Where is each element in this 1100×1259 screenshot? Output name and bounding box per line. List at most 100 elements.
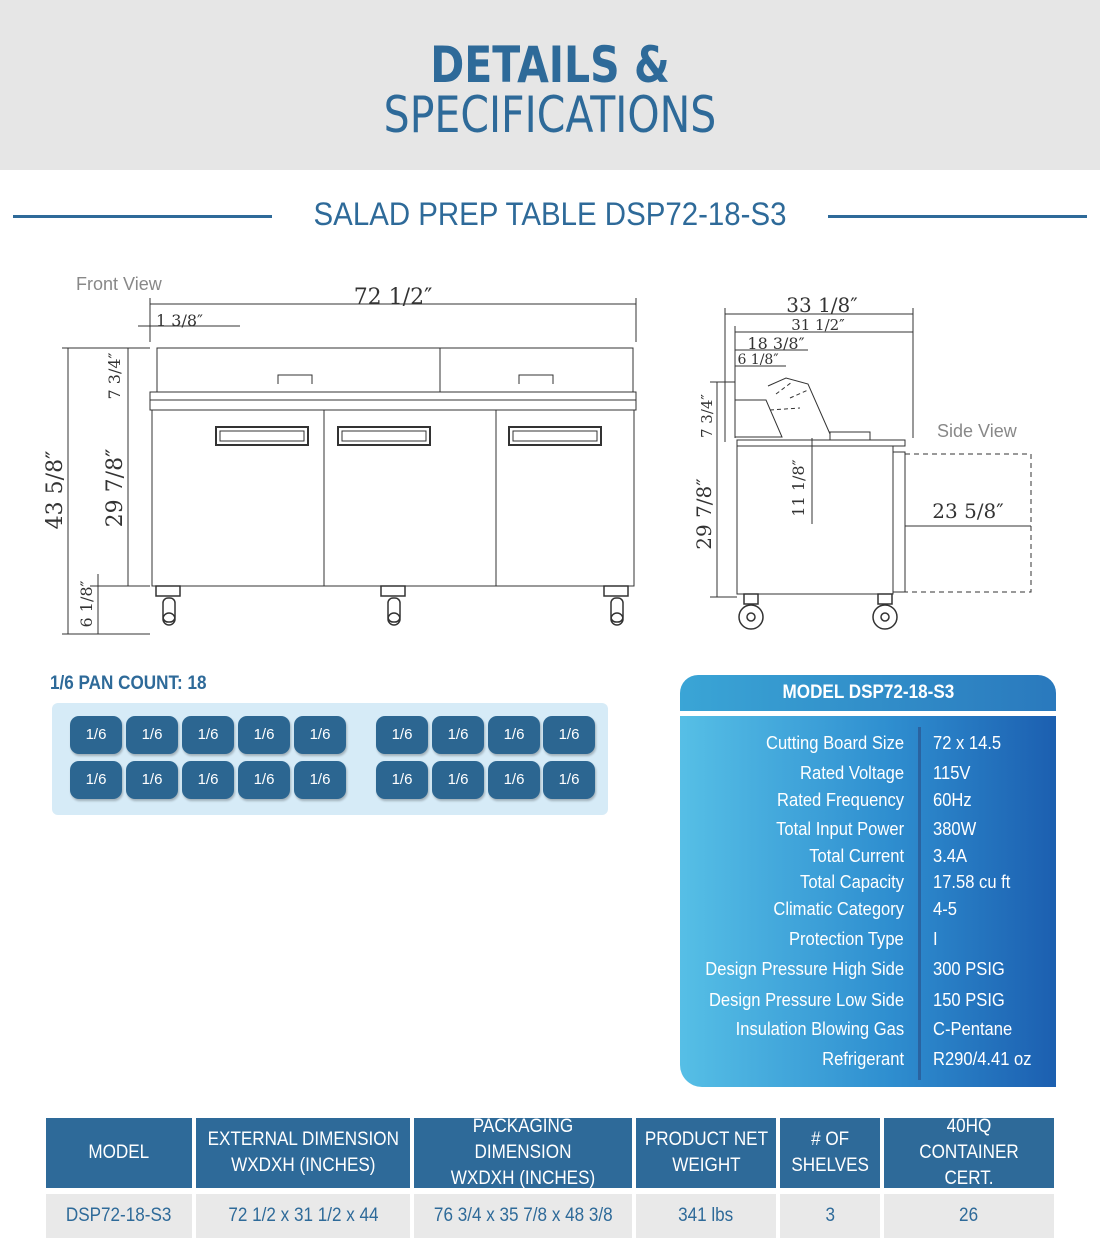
spec-label: Rated Voltage: [799, 763, 904, 783]
table-header-line1: EXTERNAL DIMENSION: [207, 1129, 399, 1150]
spec-label: Refrigerant: [822, 1049, 904, 1069]
table-header: 40HQ CONTAINER CERT.: [884, 1116, 1054, 1189]
spec-row: Insulation Blowing Gas C-Pentane: [680, 1019, 1056, 1045]
spec-row: Total Capacity 17.58 cu ft: [680, 872, 1056, 898]
pan-cell: 1/6: [543, 716, 595, 754]
pan-cell: 1/6: [488, 761, 540, 799]
table-header: PRODUCT NET WEIGHT: [636, 1118, 776, 1188]
pan-cell: 1/6: [238, 761, 290, 799]
spec-label: Insulation Blowing Gas: [735, 1019, 904, 1039]
spec-row: Total Current 3.4A: [680, 846, 1056, 872]
header-band: [0, 0, 1100, 170]
pan-cell: 1/6: [432, 761, 484, 799]
spec-value: I: [933, 929, 938, 949]
spec-value: 17.58 cu ft: [933, 872, 1011, 892]
table-header: # OF SHELVES: [780, 1118, 880, 1188]
dim-lid-height: 7 3/4″: [105, 352, 124, 399]
page-title-line2: SPECIFICATIONS: [383, 86, 717, 144]
pan-cell: 1/6: [294, 716, 346, 754]
dim-door-swing: 23 5/8″: [932, 499, 1003, 523]
dim-width: 72 1/2″: [354, 285, 433, 310]
spec-divider: [918, 727, 921, 1080]
spec-row: Total Input Power 380W: [680, 819, 1056, 845]
pan-cell: 1/6: [376, 716, 428, 754]
table-header-line1: PRODUCT NET: [644, 1129, 768, 1150]
dim-side-lid-height: 7 3/4″: [698, 394, 716, 438]
spec-model-label: MODEL DSP72-18-S3: [782, 682, 954, 703]
pan-cell: 1/6: [488, 716, 540, 754]
spec-row: Climatic Category 4-5: [680, 899, 1056, 925]
table-header-line1: 40HQ: [946, 1116, 992, 1137]
dim-side-depth-rail: 18 3/8″: [747, 334, 804, 353]
table-cell: 72 1/2 x 31 1/2 x 44: [196, 1194, 410, 1238]
spec-row: Refrigerant R290/4.41 oz: [680, 1049, 1056, 1075]
table-cell: DSP72-18-S3: [46, 1194, 192, 1238]
table-header-line1: PACKAGING DIMENSION: [472, 1116, 574, 1163]
side-view-label: Side View: [937, 421, 1018, 441]
pan-cell: 1/6: [294, 761, 346, 799]
dim-side-depth-small: 6 1/8″: [737, 352, 778, 368]
technical-drawing: Front View 72 1/2″ 1 3/8″: [43, 274, 1032, 635]
pan-cell: 1/6: [70, 761, 122, 799]
spec-value: 150 PSIG: [933, 990, 1005, 1010]
table-cell: 3: [780, 1194, 880, 1238]
spec-value: 4-5: [933, 899, 957, 919]
table-cell: 341 lbs: [636, 1194, 776, 1238]
dim-caster-height: 6 1/8″: [77, 580, 96, 627]
dim-body-height: 29 7/8″: [103, 449, 128, 528]
table-header-line2: WEIGHT: [671, 1155, 741, 1176]
front-view: Front View 72 1/2″ 1 3/8″: [43, 274, 637, 635]
table-header-line1: # OF: [810, 1129, 849, 1150]
table-header-line2: WXDXH (INCHES): [450, 1168, 596, 1189]
pan-cell: 1/6: [543, 761, 595, 799]
dim-overhang: 1 3/8″: [156, 311, 203, 330]
spec-label: Total Capacity: [799, 872, 904, 892]
table-cell: 26: [884, 1194, 1054, 1238]
spec-value: 72 x 14.5: [933, 733, 1002, 753]
spec-value: 300 PSIG: [933, 959, 1005, 979]
pan-cell: 1/6: [70, 716, 122, 754]
spec-value: C-Pentane: [933, 1019, 1013, 1039]
spec-label: Design Pressure Low Side: [708, 990, 904, 1010]
pan-count-title: 1/6 PAN COUNT: 18: [50, 673, 207, 694]
spec-label: Rated Frequency: [776, 790, 904, 810]
subtitle-rule-right: [828, 215, 1087, 218]
dim-side-body-height: 29 7/8″: [692, 478, 716, 549]
spec-value: R290/4.41 oz: [933, 1049, 1032, 1069]
pan-cell: 1/6: [182, 761, 234, 799]
spec-label: Protection Type: [789, 929, 904, 949]
spec-value: 3.4A: [933, 846, 968, 866]
pan-cell: 1/6: [182, 716, 234, 754]
spec-label: Total Input Power: [776, 819, 904, 839]
dim-side-depth-total: 33 1/8″: [786, 293, 857, 317]
pan-cell: 1/6: [126, 761, 178, 799]
spec-model-tab: MODEL DSP72-18-S3: [680, 675, 1056, 711]
table-header-line2: WXDXH (INCHES): [230, 1155, 376, 1176]
table-header: MODEL: [46, 1118, 192, 1188]
spec-row: Design Pressure High Side 300 PSIG: [680, 959, 1056, 985]
subtitle-rule-left: [13, 215, 272, 218]
spec-row: Cutting Board Size 72 x 14.5: [680, 733, 1056, 759]
spec-label: Cutting Board Size: [765, 733, 904, 753]
table-header-line2: SHELVES: [791, 1155, 869, 1176]
pan-cell: 1/6: [376, 761, 428, 799]
spec-label: Climatic Category: [773, 899, 904, 919]
spec-label: Total Current: [809, 846, 904, 866]
spec-value: 380W: [933, 819, 977, 839]
dim-side-depth-top: 31 1/2″: [791, 316, 845, 334]
spec-label: Design Pressure High Side: [705, 959, 904, 979]
dim-side-board-height: 11 1/8″: [789, 459, 808, 516]
product-subtitle: SALAD PREP TABLE DSP72-18-S3: [313, 196, 787, 232]
table-header-line2: CONTAINER CERT.: [919, 1142, 1019, 1189]
table-header: PACKAGING DIMENSION WXDXH (INCHES): [414, 1116, 632, 1189]
spec-row: Protection Type I: [680, 929, 1056, 955]
page-title: DETAILS &: [430, 36, 670, 94]
spec-panel: [680, 716, 1056, 1087]
table-header-line1: MODEL: [88, 1142, 150, 1163]
dim-total-height: 43 5/8″: [43, 451, 68, 530]
pan-cell: 1/6: [432, 716, 484, 754]
pan-cell: 1/6: [126, 716, 178, 754]
spec-row: Design Pressure Low Side 150 PSIG: [680, 990, 1056, 1016]
